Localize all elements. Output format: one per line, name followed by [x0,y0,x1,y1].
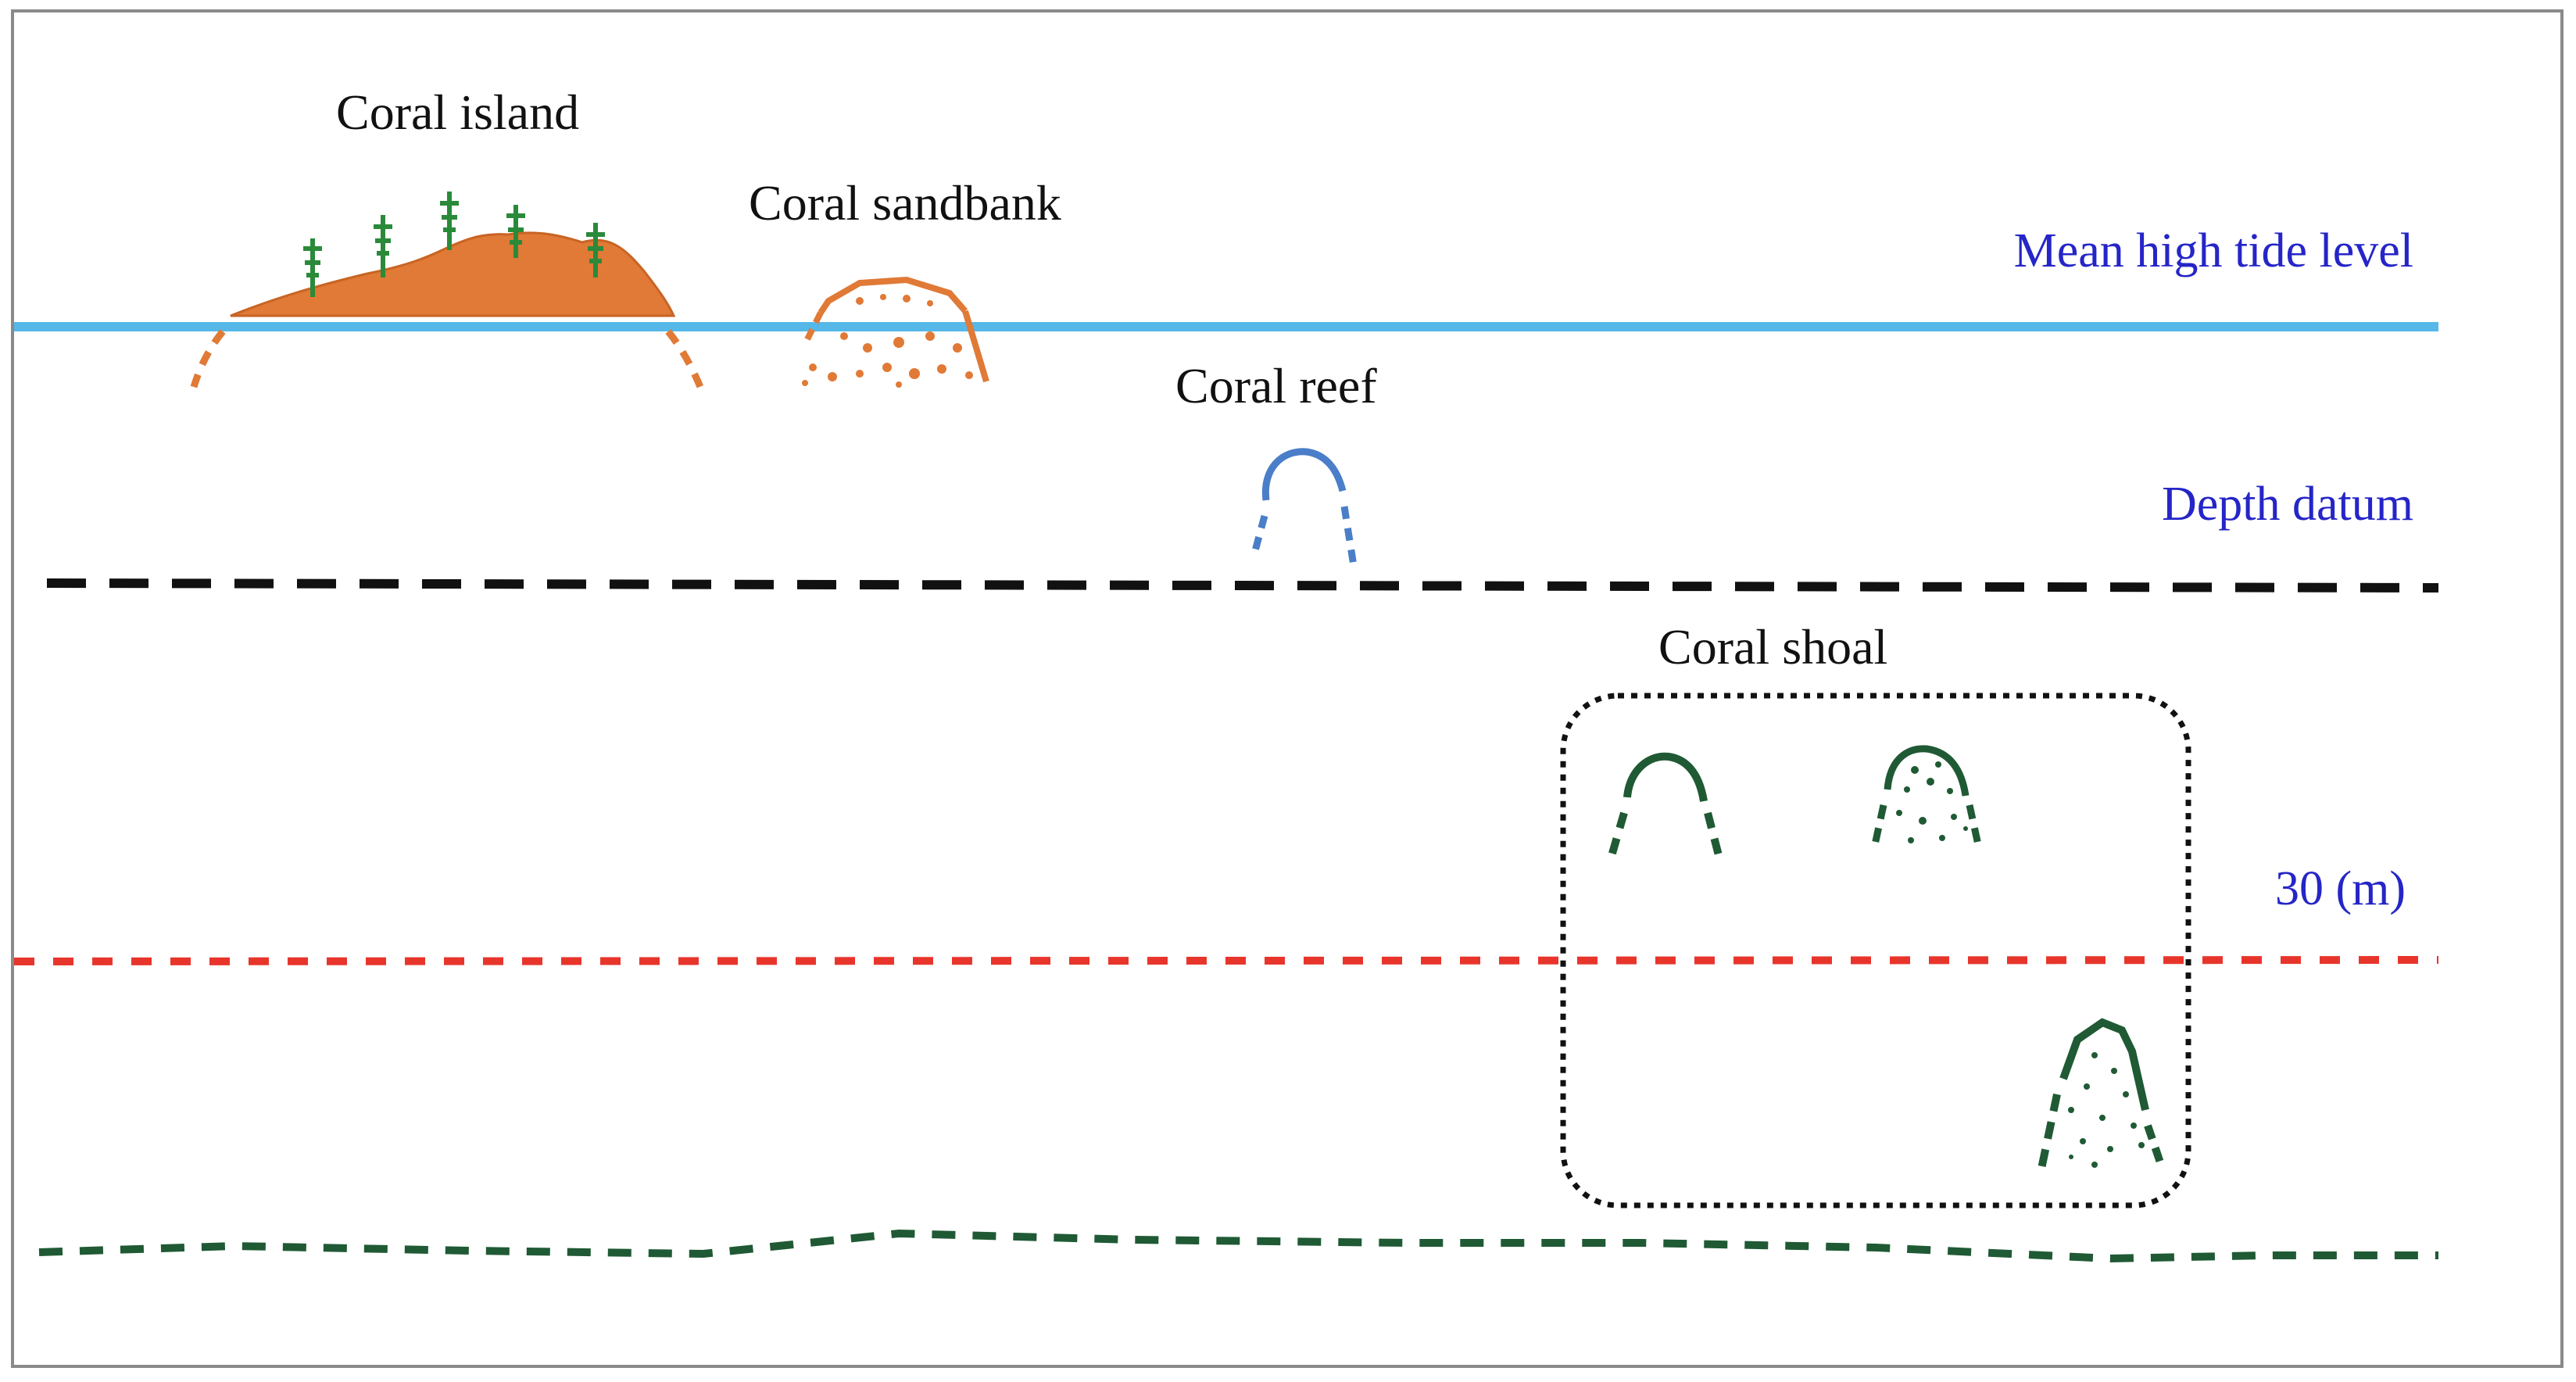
reef-arch-icon [1250,448,1358,571]
diagram-frame [11,9,2563,1368]
depth-30m-label: 30 (m) [2274,862,2406,915]
seabed-line [38,1229,2438,1263]
depth-datum-label: Depth datum [2162,478,2413,531]
coral-island-label: Coral island [336,84,580,140]
depth-30m-line [13,956,2439,965]
sandbank-mound-icon [802,276,989,388]
mean-high-tide-label: Mean high tide level [2013,224,2413,277]
shoal-mound-icon [1870,745,1983,849]
coral-shoal-label: Coral shoal [1658,619,1888,675]
coral-shoal-box [1560,693,2191,1208]
island-with-trees-icon [190,192,706,392]
shoal-mound-icon [2038,1018,2165,1170]
shoal-mound-icon [1608,752,1723,860]
coral-sandbank-label: Coral sandbank [749,175,1061,231]
coral-reef-label: Coral reef [1175,358,1377,414]
depth-datum-line [46,578,2439,593]
